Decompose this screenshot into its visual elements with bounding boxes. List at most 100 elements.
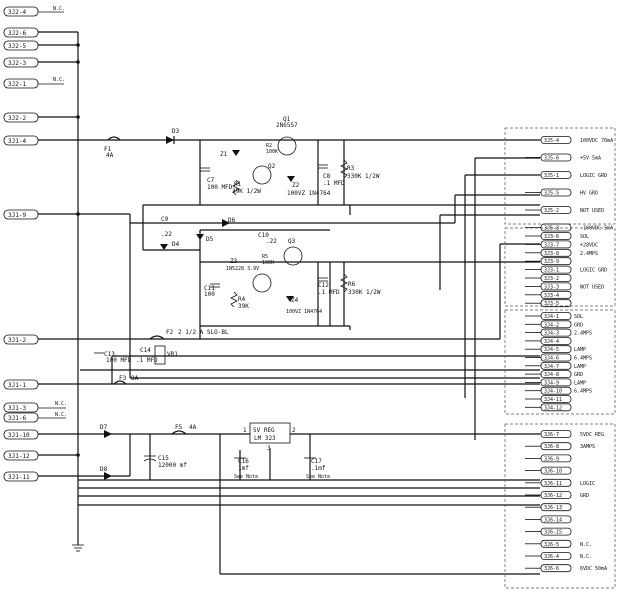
upper-regulator: F1 4A D3 Q1 2N6557 Z1 R2 100K Q2 R1 39 [104,116,380,205]
pin-outline [540,370,572,379]
connector-pin-label: 3J4-6 [544,356,559,362]
pin-outline [540,328,572,337]
connector-pin-label: 3J5-2 [544,208,559,214]
connector-pin-note: LOGIC GRD [580,173,607,179]
connector-pin-label: 3J6-8 [544,444,559,450]
svg-text:.1mf: .1mf [311,465,326,472]
svg-text:330K 1/2W: 330K 1/2W [347,173,380,180]
connector-pin-note: 5VDC REG [580,432,604,438]
connector-pin-label: 3J6-15 [544,530,562,536]
connector-pin-note: -100VDC 5mA [580,226,613,232]
connector-pin-label: 3J3-6 [544,234,559,240]
wiring [72,32,540,575]
diode-D5: D5 [196,234,214,243]
svg-text:Q3: Q3 [288,238,296,245]
connector-pin-label: 3J4-8 [544,372,559,378]
connector-pin-label: 3J6-13 [544,505,562,511]
pin-outline [540,171,572,179]
pin-outline [540,240,572,249]
connector-3J2-4: 3J2-4 N.C. [3,6,65,17]
connector-pin-label: 3J5-5 [544,191,559,197]
connector-label: 3J2-2 [8,115,26,122]
connector-pin-label: 3J6-4 [544,554,559,560]
svg-text:4A: 4A [189,424,197,431]
connector-label: 3J1-6 [8,415,26,422]
svg-text:D8: D8 [100,466,108,473]
connector-pin-label: 3J4-7 [544,364,559,370]
svg-text:D5: D5 [206,236,214,243]
svg-text:See Note: See Note [234,474,258,480]
transistor-Q2: Q2 [252,163,276,185]
svg-text:.22: .22 [266,238,277,245]
connector-pin-note: N.C. [580,554,592,560]
svg-text:C14: C14 [140,347,151,354]
pin-outline [540,386,572,395]
zener-Z2: Z2 100VZ 1N4764 [287,176,331,197]
connector-pin-note: GRD [580,493,589,499]
connector-3J2-5: 3J2-5 [3,40,78,51]
pin-outline [540,478,572,487]
connector-label: 3J1-1 [8,382,26,389]
middle-rectifier: C9 .22 D6 D4 D5 [160,216,236,250]
connector-label: 3J1-2 [8,337,26,344]
connector-pin-note: 2.4MPS [574,331,592,337]
pin-outline [540,136,572,144]
pin-outline [540,527,572,536]
connector-pin-note: LAMP [574,380,586,386]
connector-pin-label: 3J5-4 [544,138,559,144]
connector-pin-note: NOT USED [580,208,604,214]
pin-outline [540,223,572,232]
connector-pin-label: 3J4-2 [544,322,559,328]
connector-pin-label: 3J4-4 [544,339,559,345]
pin-outline [540,395,572,403]
svg-text:C10: C10 [258,232,269,239]
connector-pin-note: 6.4MPS [574,356,592,362]
connector-pin-label: 3J3-3 [544,284,559,290]
pin-outline [540,466,572,475]
connector-pin-note: LAMP [574,364,586,370]
svg-text:39K: 39K [238,303,249,310]
svg-text:R3: R3 [347,165,355,172]
svg-text:Q2: Q2 [268,163,276,170]
diode-D3: D3 [166,128,180,144]
diode-D6: D6 [222,217,236,227]
pin-outline [540,299,572,308]
connector-3J2-3: 3J2-3 [3,57,78,68]
pin-outline [540,312,572,320]
capacitor-C9: C9 .22 [161,216,172,238]
pin-outline [540,353,572,362]
svg-text:100K: 100K [266,149,278,155]
connector-pin-note: GRD [574,322,583,328]
connector-pin-note: 3AMPS [580,444,595,450]
capacitor-C13: C13 100 MFD [94,351,132,364]
pin-outline [540,403,572,412]
svg-text:4A: 4A [106,152,114,159]
svg-text:C17: C17 [311,458,322,465]
connector-pin-note: SOL [580,234,589,240]
pin-outline [540,257,572,266]
svg-text:1N5228 3.9V: 1N5228 3.9V [226,266,259,272]
svg-text:C16: C16 [238,458,249,465]
pin-outline [540,345,572,354]
connector-pin-note: 6.4MPS [574,389,592,395]
svg-text:C11: C11 [204,285,215,292]
svg-text:Z2: Z2 [292,182,300,189]
pin-outline [540,290,572,299]
pin-outline [540,248,572,257]
resistor-R1: R1 39K 1/2W [232,179,261,196]
connector-pin-note: 2.4MPS [580,251,598,257]
connector-pin-label: 3J4-1 [544,314,559,320]
svg-text:Z1: Z1 [220,151,228,158]
connector-3J2-2: 3J2-2 [3,112,78,123]
fuse-F3: F3 8A [113,375,139,385]
connector-3J1-11: 3J1-11 [3,471,100,482]
pin-outline [540,206,572,214]
varistor-VR1: VR1 [154,345,178,365]
regulator-LM323: 5V REG LM 323 1 2 3 [243,422,296,452]
connector-pin-note: 6VDC 50mA [580,566,607,572]
connector-pin-label: 3J6-10 [544,469,562,475]
connector-3J1-1: 3J1-1 [3,379,112,390]
svg-text:.1 MFD: .1 MFD [323,180,345,187]
resistor-R4: R4 39K [230,291,249,310]
